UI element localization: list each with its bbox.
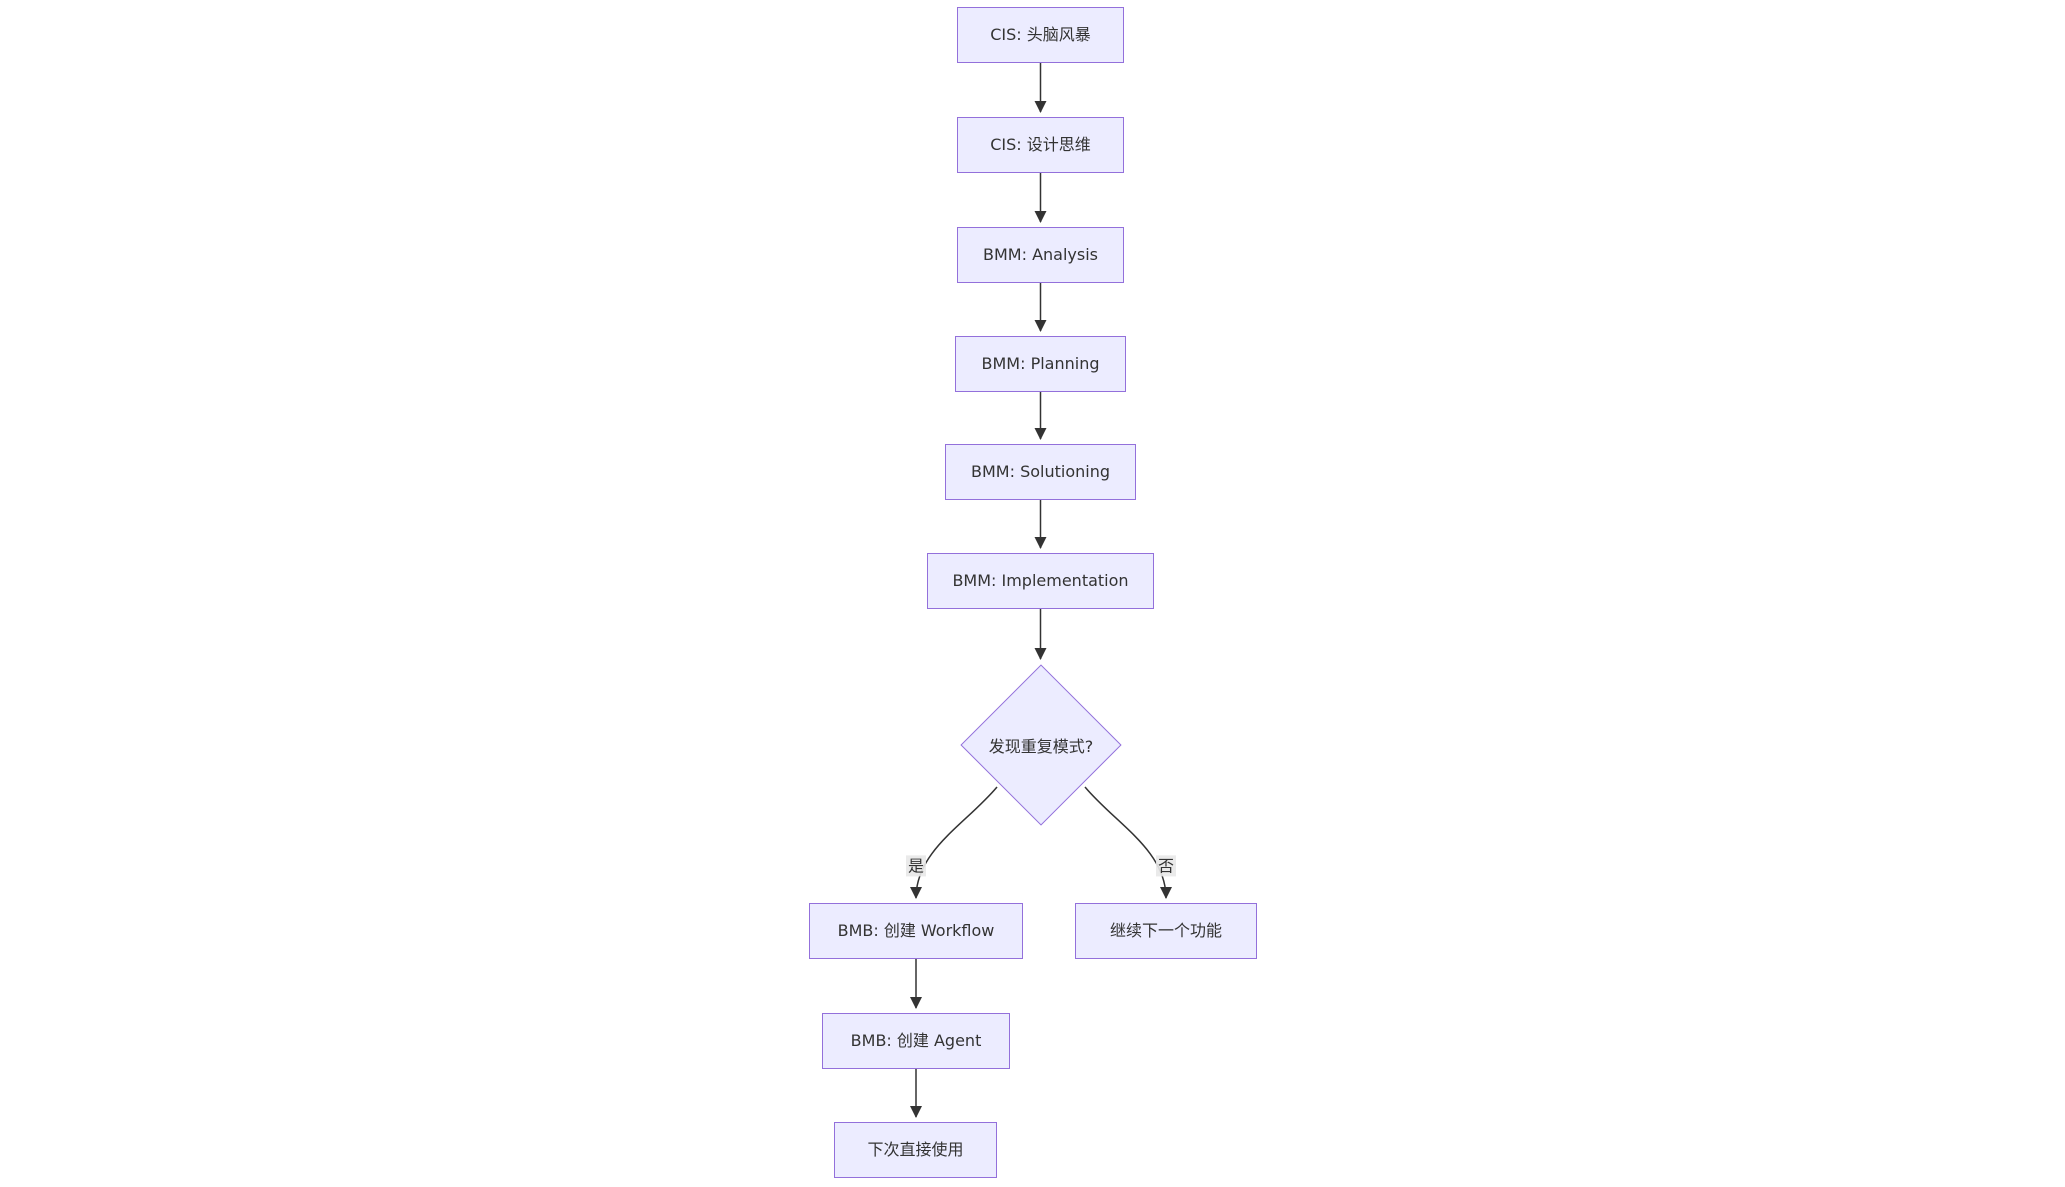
node-label: BMB: 创建 Agent bbox=[850, 1031, 982, 1051]
node-label: BMM: Solutioning bbox=[971, 462, 1110, 482]
node-label: BMM: Implementation bbox=[952, 571, 1129, 591]
node-label: 继续下一个功能 bbox=[1109, 921, 1222, 941]
node-cis-design-thinking: CIS: 设计思维 bbox=[957, 117, 1124, 173]
decision-found-repeat-pattern: 发现重复模式? bbox=[960, 664, 1122, 826]
node-label: BMM: Analysis bbox=[983, 245, 1098, 265]
node-label: 发现重复模式? bbox=[988, 737, 1094, 756]
node-label: 下次直接使用 bbox=[867, 1140, 964, 1160]
node-bmm-planning: BMM: Planning bbox=[955, 336, 1126, 392]
node-cis-brainstorm: CIS: 头脑风暴 bbox=[957, 7, 1124, 63]
node-label: CIS: 头脑风暴 bbox=[990, 25, 1091, 45]
node-label: CIS: 设计思维 bbox=[990, 135, 1091, 155]
node-bmm-implementation: BMM: Implementation bbox=[927, 553, 1154, 609]
node-label: BMB: 创建 Workflow bbox=[837, 921, 995, 941]
edge-decision-no bbox=[1084, 786, 1172, 899]
node-bmb-create-workflow: BMB: 创建 Workflow bbox=[809, 903, 1023, 959]
edge-label-yes: 是 bbox=[905, 855, 927, 877]
edge-decision-yes bbox=[910, 786, 998, 899]
node-bmm-solutioning: BMM: Solutioning bbox=[945, 444, 1136, 500]
node-use-directly-next-time: 下次直接使用 bbox=[834, 1122, 997, 1178]
node-label: BMM: Planning bbox=[981, 354, 1100, 374]
edge-label-no: 否 bbox=[1155, 855, 1177, 877]
node-bmm-analysis: BMM: Analysis bbox=[957, 227, 1124, 283]
node-continue-next-feature: 继续下一个功能 bbox=[1075, 903, 1257, 959]
node-bmb-create-agent: BMB: 创建 Agent bbox=[822, 1013, 1010, 1069]
